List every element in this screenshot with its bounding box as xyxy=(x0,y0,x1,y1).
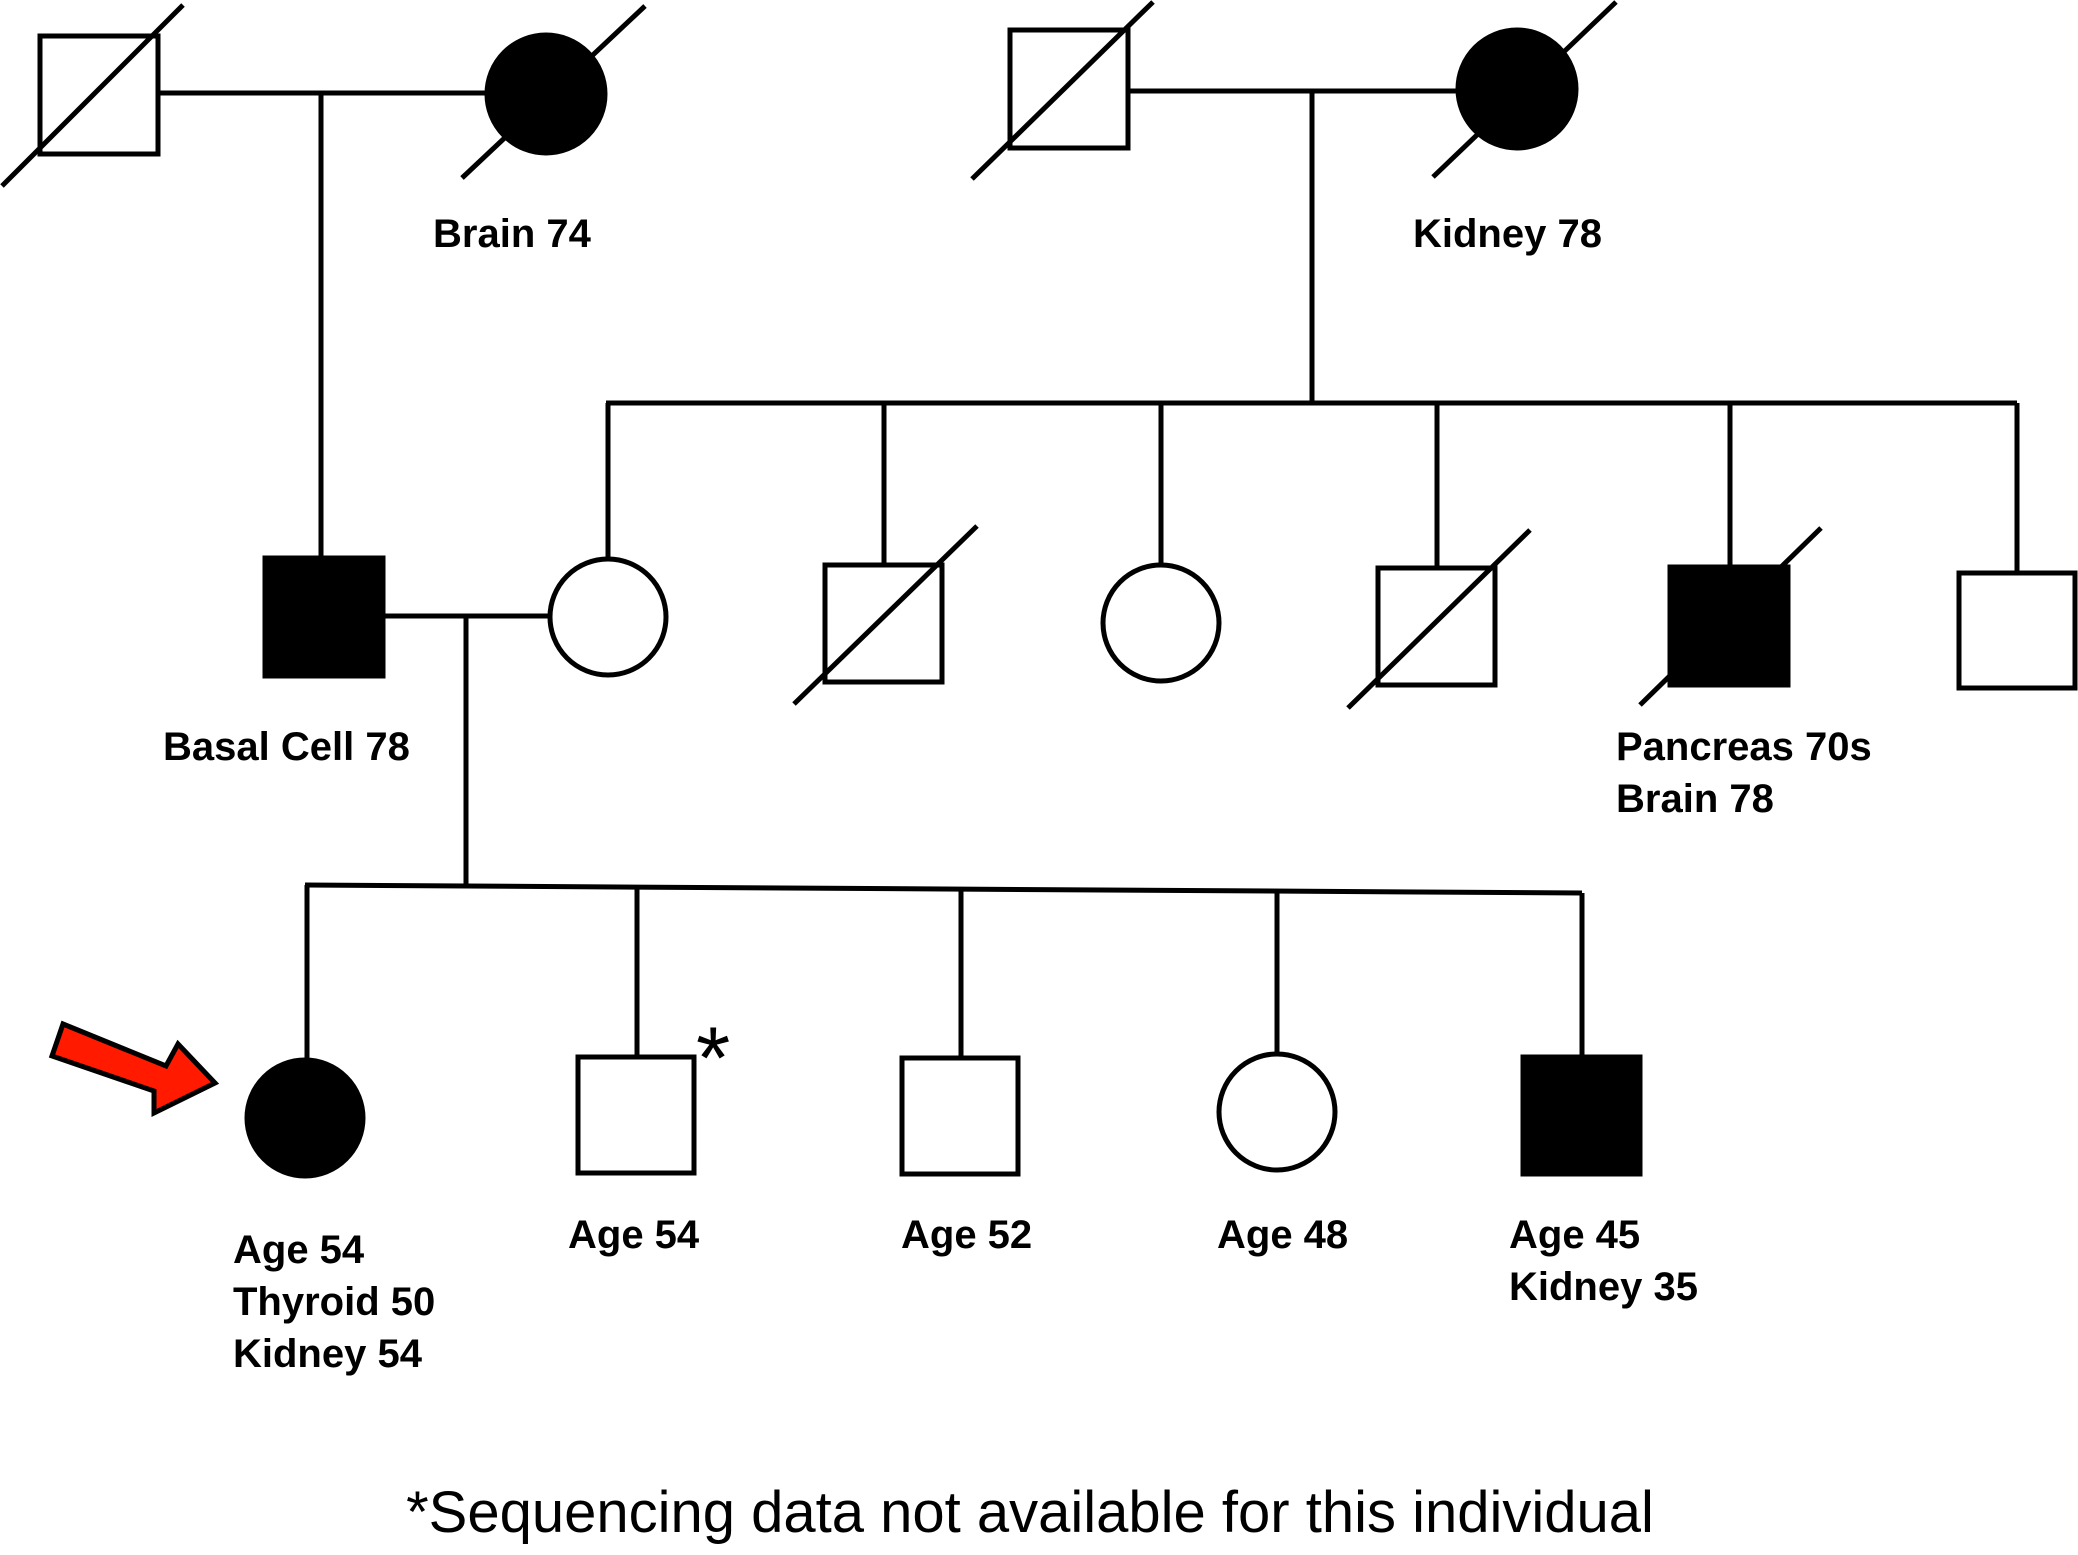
maternal-uncle-2-symbol xyxy=(1346,528,1532,710)
brother-3-label: Age 45 Kidney 35 xyxy=(1509,1213,1698,1309)
female-affected-circle xyxy=(244,1057,366,1179)
maternal-uncle-3-label-line-1: Pancreas 70s xyxy=(1616,725,1872,769)
male-unaffected-square xyxy=(37,33,161,157)
proband-label-line-1: Age 54 xyxy=(233,1228,365,1272)
deceased-slash xyxy=(1346,528,1532,710)
male-unaffected-square xyxy=(1956,570,2078,691)
brother-1-symbol xyxy=(575,1054,697,1176)
sister-label: Age 48 xyxy=(1217,1213,1348,1257)
male-unaffected-square xyxy=(899,1055,1021,1177)
deceased-slash xyxy=(792,524,979,706)
proband-arrow-icon xyxy=(48,1020,220,1118)
sequencing-footnote: *Sequencing data not available for this … xyxy=(406,1480,1654,1545)
sequencing-unavailable-marker: * xyxy=(696,1008,730,1107)
sister-symbol xyxy=(1216,1051,1338,1173)
proband-label-line-2: Thyroid 50 xyxy=(233,1280,435,1324)
proband-label: Age 54 Thyroid 50 Kidney 54 xyxy=(233,1228,446,1376)
brother-3-symbol xyxy=(1520,1054,1643,1177)
male-affected-square xyxy=(1667,564,1791,688)
proband-symbol xyxy=(244,1057,366,1179)
deceased-slash xyxy=(1638,526,1823,707)
brother-1-label: Age 54 xyxy=(568,1213,700,1257)
deceased-slash xyxy=(1431,0,1618,179)
male-unaffected-square xyxy=(1007,27,1131,151)
maternal-uncle-3-label: Pancreas 70s Brain 78 xyxy=(1616,725,1883,821)
maternal-uncle-1-symbol xyxy=(792,524,979,706)
father-symbol xyxy=(262,555,386,679)
female-affected-circle xyxy=(1455,27,1579,151)
father-label: Basal Cell 78 xyxy=(163,725,410,769)
female-unaffected-circle xyxy=(1216,1051,1338,1173)
deceased-slash xyxy=(460,4,647,180)
brother-3-label-line-1: Age 45 xyxy=(1509,1213,1640,1257)
maternal-grandfather-symbol xyxy=(970,0,1155,181)
relationship-lines xyxy=(158,88,2020,1060)
female-unaffected-circle xyxy=(547,556,669,678)
maternal-uncle-3-label-line-2: Brain 78 xyxy=(1616,777,1774,821)
paternal-grandfather-symbol xyxy=(0,3,185,188)
male-unaffected-square xyxy=(1375,565,1498,688)
maternal-grandmother-symbol xyxy=(1431,0,1618,179)
mother-symbol xyxy=(547,556,669,678)
deceased-slash xyxy=(0,3,185,188)
male-unaffected-square xyxy=(822,562,945,685)
proband-arrow-shape xyxy=(48,1020,220,1118)
proband-label-line-3: Kidney 54 xyxy=(233,1332,423,1376)
brother-2-label: Age 52 xyxy=(901,1213,1032,1257)
paternal-grandmother-label: Brain 74 xyxy=(433,212,592,256)
maternal-grandmother-label: Kidney 78 xyxy=(1413,212,1602,256)
maternal-uncle-4-symbol xyxy=(1956,570,2078,691)
male-affected-square xyxy=(1520,1054,1643,1177)
paternal-grandmother-symbol xyxy=(460,4,647,180)
male-affected-square xyxy=(262,555,386,679)
male-unaffected-square xyxy=(575,1054,697,1176)
maternal-aunt-symbol xyxy=(1100,562,1222,684)
deceased-slash xyxy=(970,0,1155,181)
maternal-uncle-3-symbol xyxy=(1638,526,1823,707)
sibship-line-children xyxy=(304,882,1583,896)
brother-3-label-line-2: Kidney 35 xyxy=(1509,1265,1698,1309)
brother-2-symbol xyxy=(899,1055,1021,1177)
female-unaffected-circle xyxy=(1100,562,1222,684)
